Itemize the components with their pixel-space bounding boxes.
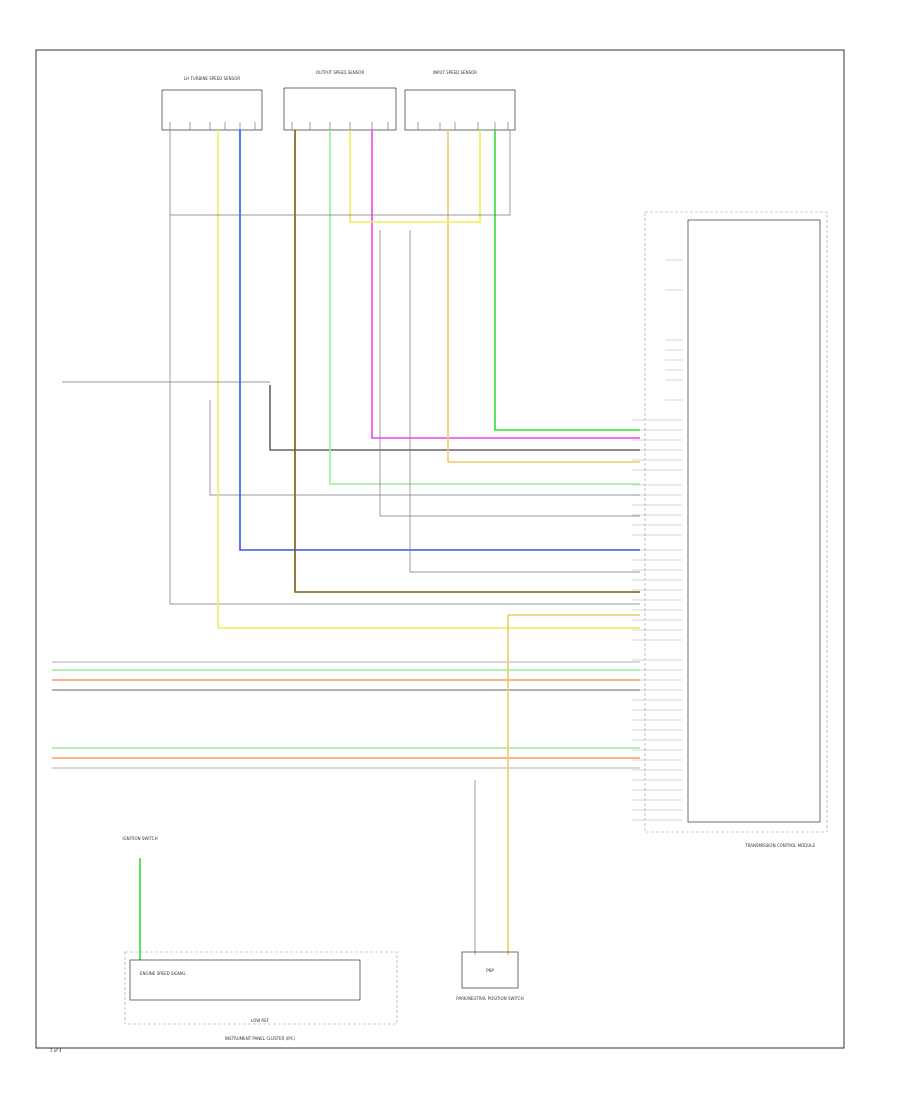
mid-speed-sensor: OUTPUT SPEED SENSOR: [283, 70, 397, 131]
mid-sensor-label: OUTPUT SPEED SENSOR: [316, 70, 365, 75]
left-speed-sensor: LH TURBINE SPEED SENSOR: [161, 76, 263, 131]
sensor-wiring: [62, 130, 640, 629]
park-neutral-switch: PNP PARK/NEUTRAL POSITION SWITCH: [456, 615, 524, 1001]
ipc-low-ref: LOW REF: [251, 1018, 270, 1023]
left-sensor-label: LH TURBINE SPEED SENSOR: [184, 76, 240, 81]
instrument-panel-cluster: IGNITION SWITCH ENGINE SPEED SIGNAL INST…: [122, 836, 398, 1041]
transmission-control-module: TRANSMISSION CONTROL MODULE: [632, 211, 828, 848]
page-ref: 1 of 4: [50, 1048, 62, 1053]
harness-bundle-upper: [52, 661, 640, 691]
ipc-signal-text: ENGINE SPEED SIGNAL: [140, 971, 186, 976]
tcm-label: TRANSMISSION CONTROL MODULE: [744, 843, 815, 848]
ipc-label: INSTRUMENT PANEL CLUSTER (IPC): [225, 1036, 296, 1041]
pnp-name: PARK/NEUTRAL POSITION SWITCH: [456, 996, 523, 1001]
right-speed-sensor: INPUT SPEED SENSOR: [404, 70, 516, 131]
pnp-label: PNP: [486, 968, 494, 973]
right-sensor-label: INPUT SPEED SENSOR: [433, 70, 477, 75]
diagram-frame: [35, 49, 845, 1049]
ipc-feed-label: IGNITION SWITCH: [122, 836, 157, 841]
harness-bundle-lower: [52, 747, 640, 769]
